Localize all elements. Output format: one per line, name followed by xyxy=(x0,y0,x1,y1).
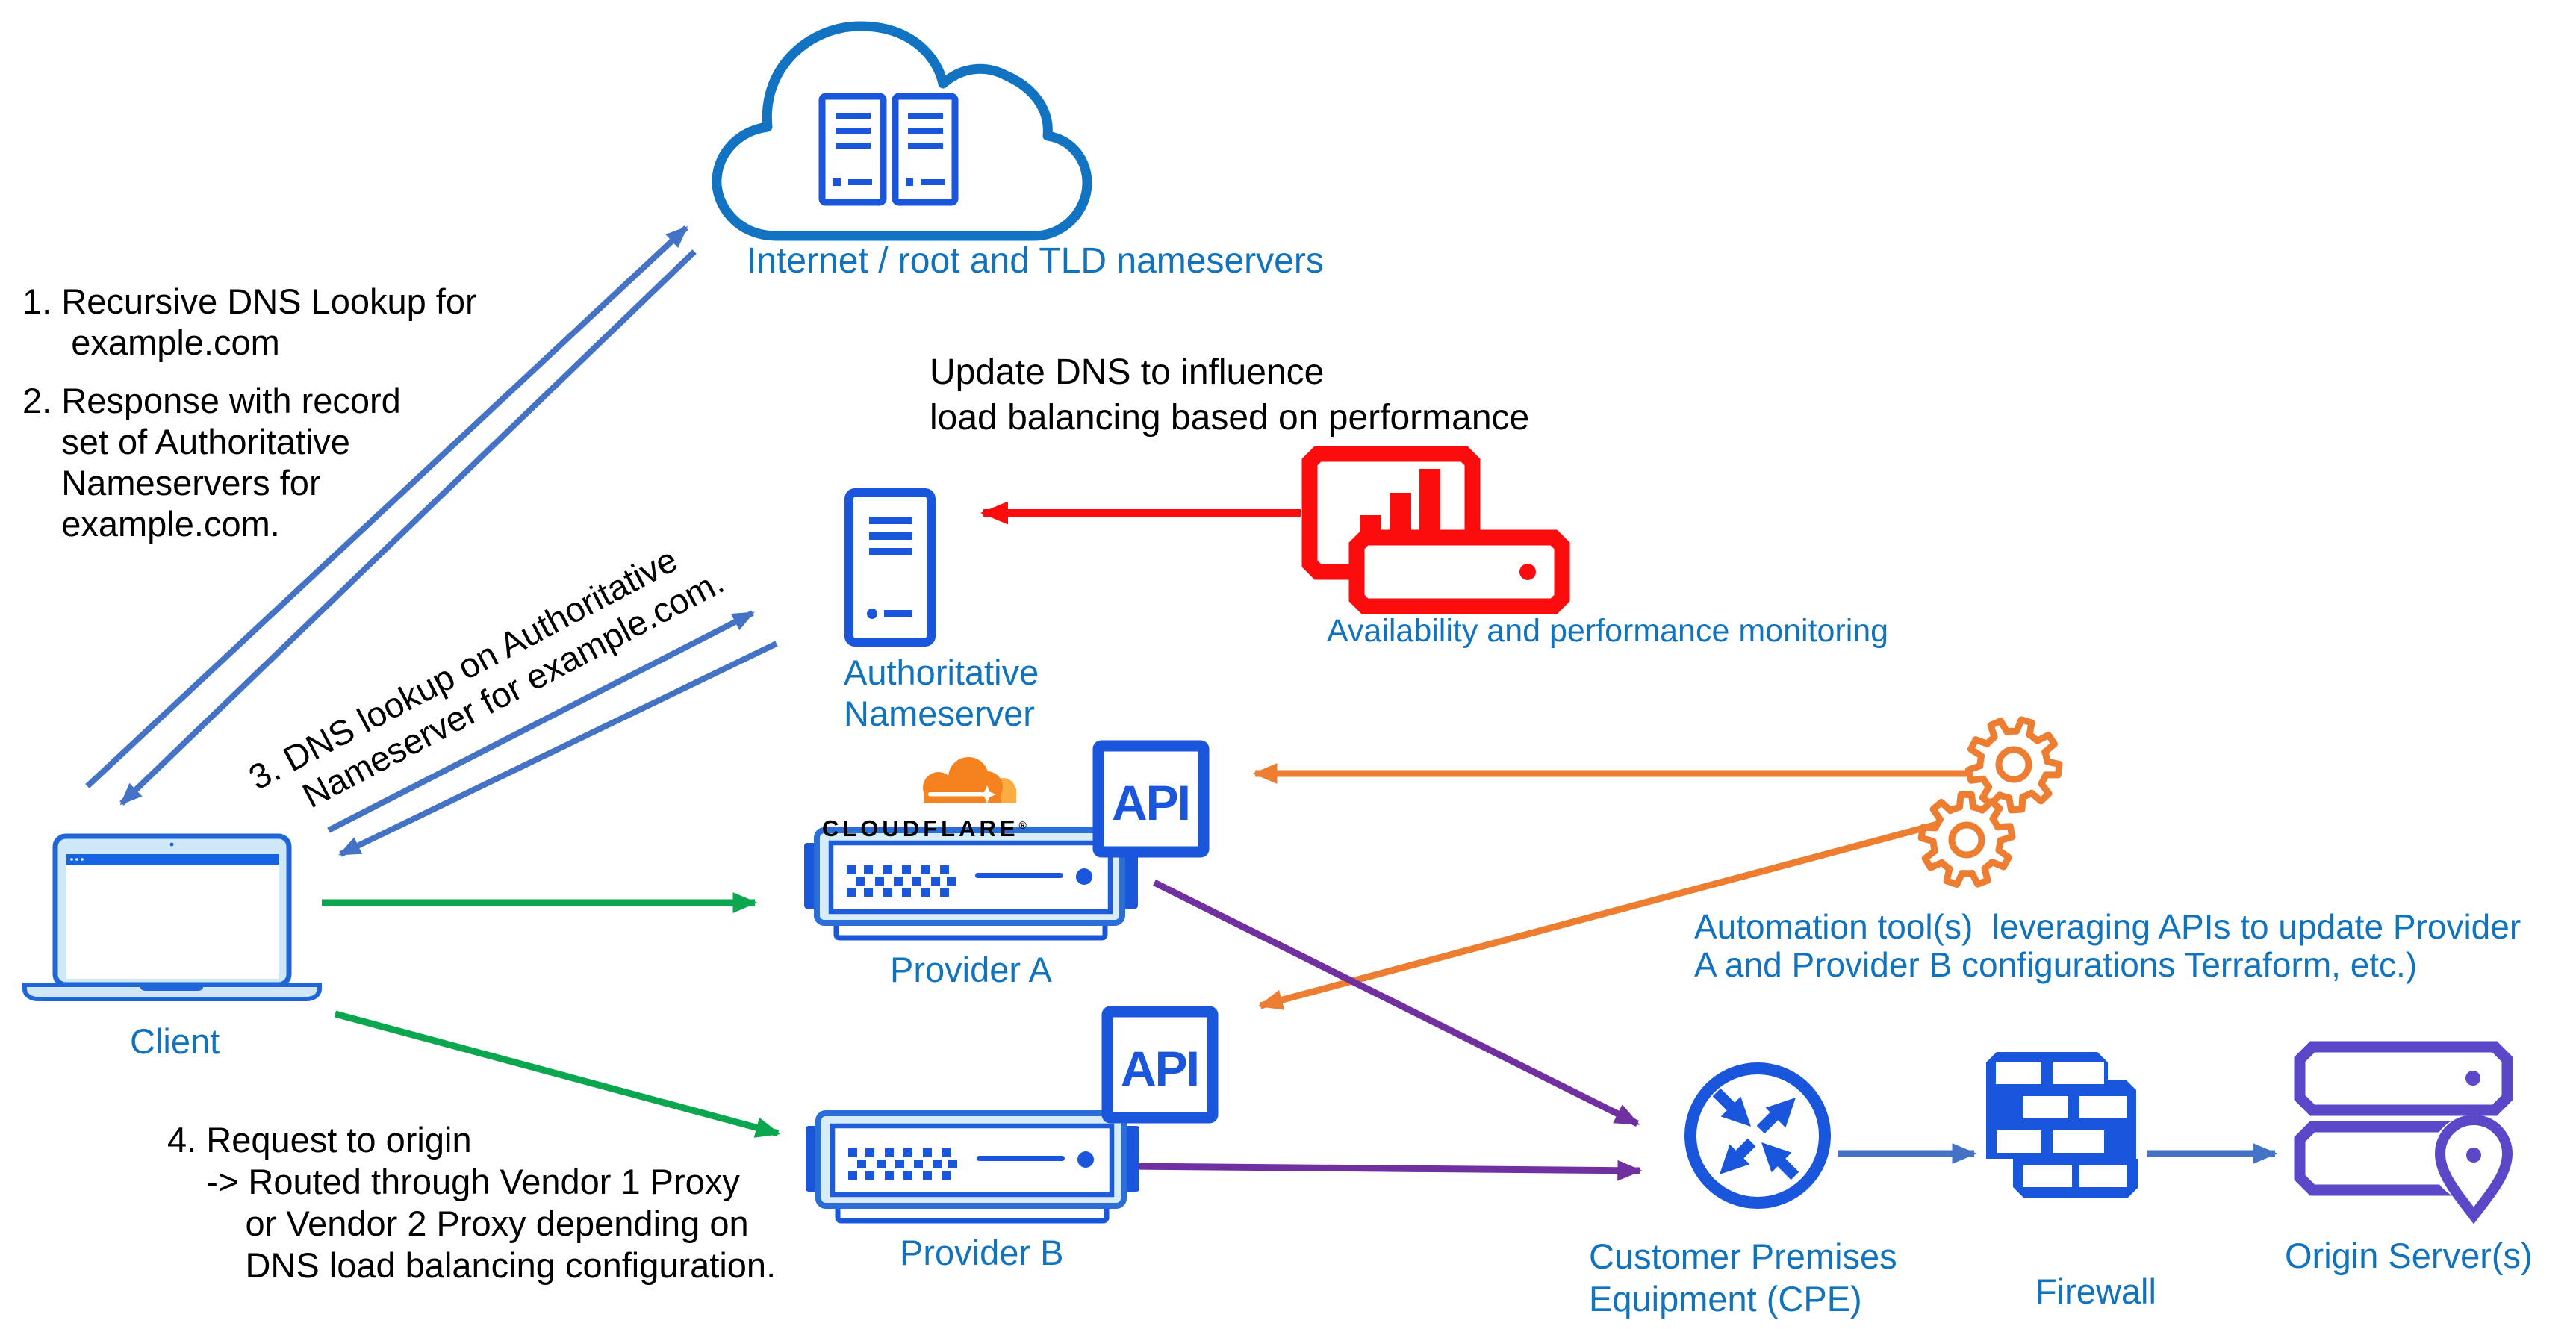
svg-text:API: API xyxy=(1121,1041,1198,1096)
svg-text:API: API xyxy=(1112,775,1189,830)
